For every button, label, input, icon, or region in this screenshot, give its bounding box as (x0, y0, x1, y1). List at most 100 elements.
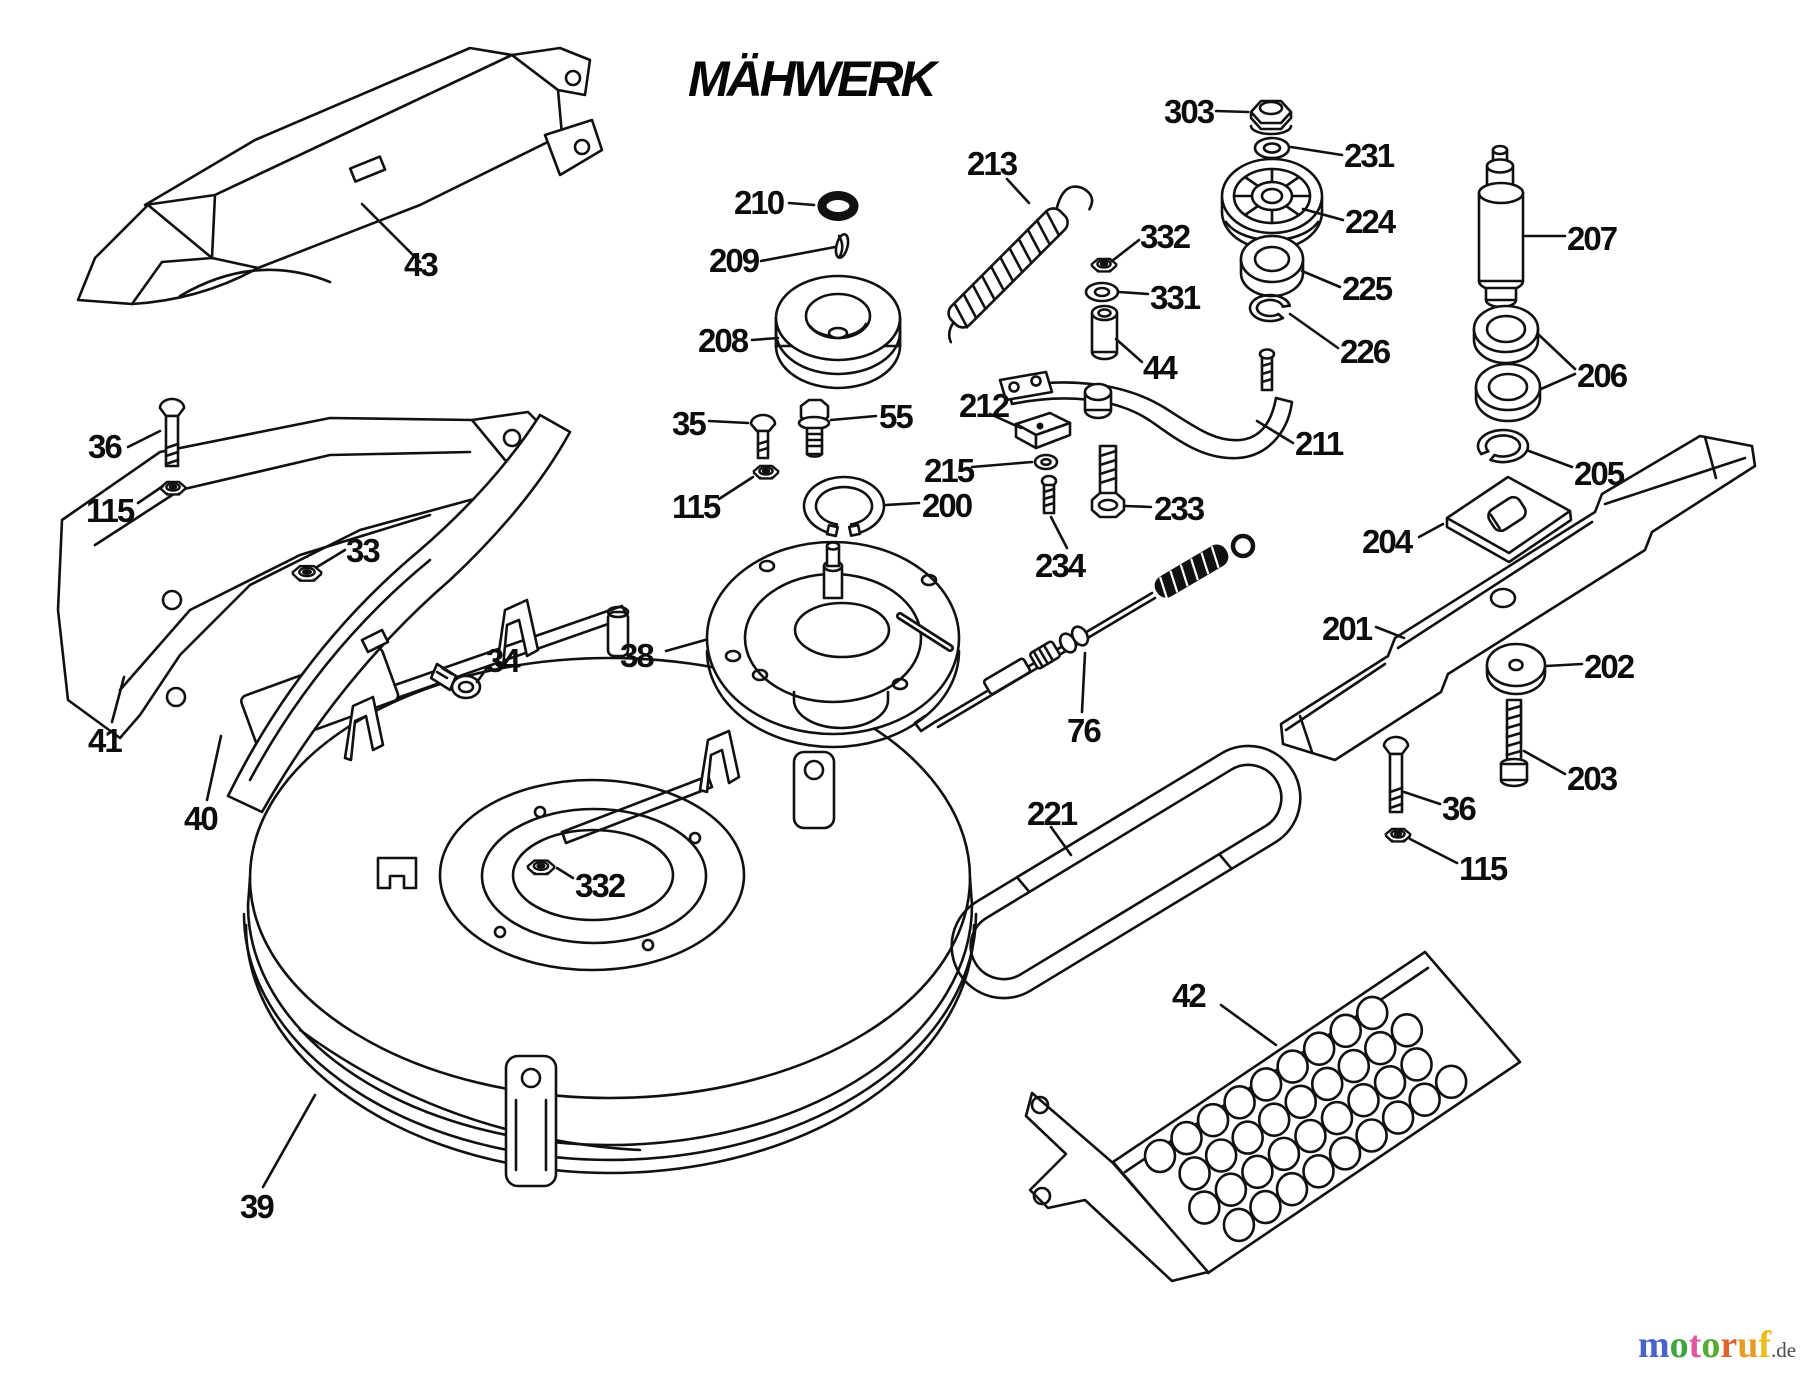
part-label-303: 303 (1164, 93, 1215, 130)
watermark-letter: o (1669, 1324, 1689, 1366)
part-label-35: 35 (672, 405, 707, 442)
part-label-55: 55 (879, 398, 914, 435)
leader-line-76 (1080, 651, 1087, 714)
spacer-207-drawing (1477, 144, 1525, 309)
page-title: MÄHWERK (688, 51, 937, 107)
part-label-204: 204 (1362, 523, 1413, 560)
leader-line-221 (1049, 825, 1073, 857)
nut-303-drawing (1249, 99, 1293, 136)
chute-hole (1178, 1156, 1211, 1191)
part-label-212: 212 (959, 387, 1010, 424)
leader-line-203 (1522, 749, 1567, 776)
part-label-36-right: 36 (1442, 790, 1477, 827)
leader-line-210 (787, 201, 816, 207)
leader-line-206 (1537, 333, 1577, 371)
snap-ring-200-drawing (802, 475, 886, 538)
part-label-331: 331 (1150, 279, 1201, 316)
leader-line-42 (1219, 1003, 1278, 1047)
ring-205-drawing (1476, 428, 1530, 464)
part-label-234: 234 (1035, 547, 1086, 584)
part-label-206: 206 (1577, 357, 1628, 394)
chute-hole (1408, 1082, 1441, 1118)
watermark-logo: motoruf.de (1638, 1326, 1796, 1364)
chute-hole (1329, 1013, 1362, 1049)
spring-213-drawing (947, 185, 1094, 344)
chute-hole (1400, 1047, 1433, 1082)
chute-hole (1204, 1138, 1238, 1173)
part-label-225: 225 (1342, 270, 1393, 307)
leader-line-34 (475, 666, 489, 684)
chute-hole (1257, 1102, 1291, 1138)
leader-line-44 (1114, 337, 1144, 364)
chute-hole (1276, 1049, 1309, 1084)
flange-plate-38-drawing (705, 540, 961, 749)
blade-holder-204-drawing (1445, 475, 1573, 564)
leader-line-39 (261, 1093, 317, 1189)
cable-76-drawing (913, 533, 1256, 733)
chute-hole (1294, 1118, 1327, 1154)
leader-line-115-left (136, 484, 165, 505)
watermark-letter: t (1688, 1324, 1702, 1366)
leader-line-208 (750, 336, 780, 342)
watermark-suffix: .de (1770, 1338, 1797, 1362)
leader-line-215 (970, 460, 1034, 469)
washer-331-drawing (1084, 281, 1120, 303)
belt-221-drawing (950, 744, 1302, 1000)
part-label-207: 207 (1567, 220, 1618, 257)
part-label-211: 211 (1295, 425, 1344, 462)
leader-line-213 (1005, 177, 1031, 205)
part-label-208: 208 (698, 322, 749, 359)
chute-hole (1434, 1064, 1468, 1100)
part-label-34: 34 (486, 642, 521, 679)
part-label-115-left: 115 (86, 492, 135, 529)
watermark-letter: o (1701, 1324, 1721, 1366)
part-label-215: 215 (924, 452, 975, 489)
part-label-36-left: 36 (88, 428, 123, 465)
bracket-212-drawing (1014, 411, 1072, 450)
part-label-115-mid: 115 (672, 488, 721, 525)
leader-line-40 (205, 734, 223, 802)
part-label-203: 203 (1567, 760, 1618, 797)
leader-line-234 (1049, 515, 1069, 550)
leader-line-332-deck (555, 866, 575, 880)
part-label-226: 226 (1340, 333, 1391, 370)
leader-line-211 (1255, 419, 1295, 445)
leader-line-209 (759, 245, 837, 263)
chute-hole (1355, 995, 1389, 1031)
part-label-42: 42 (1172, 977, 1207, 1014)
part-label-332-deck: 332 (575, 867, 626, 904)
leader-line-206 (1539, 372, 1577, 391)
washer-215-drawing (1033, 453, 1059, 471)
part-label-43: 43 (404, 246, 439, 283)
part-label-200: 200 (922, 487, 973, 524)
part-label-33: 33 (346, 532, 381, 569)
chute-hole (1241, 1154, 1274, 1190)
leader-line-332-mid (1110, 238, 1141, 263)
chute-hole (1196, 1102, 1230, 1138)
part-label-231: 231 (1344, 137, 1395, 174)
part-label-44: 44 (1143, 349, 1178, 386)
leader-line-33 (315, 548, 347, 569)
leader-line-202 (1544, 662, 1584, 668)
chute-hole (1363, 1030, 1397, 1066)
leader-line-225 (1300, 269, 1342, 289)
leader-line-212 (988, 412, 1023, 430)
part-label-233: 233 (1154, 490, 1205, 527)
screw-203-drawing (1499, 698, 1529, 788)
bolt-233-drawing (1090, 444, 1126, 519)
leader-line-41 (110, 675, 126, 724)
part-label-39: 39 (240, 1188, 275, 1225)
pulley-224-drawing (1220, 157, 1324, 251)
part-label-224: 224 (1345, 203, 1396, 240)
part-label-40: 40 (184, 800, 219, 837)
leader-line-205 (1527, 449, 1574, 469)
part-label-202: 202 (1584, 648, 1635, 685)
chute-hole (1267, 1136, 1301, 1172)
chute-hole (1310, 1066, 1344, 1102)
watermark-letter: m (1638, 1324, 1670, 1366)
leader-line-224 (1301, 207, 1345, 222)
bearings-206-drawing (1472, 304, 1542, 423)
watermark-letters: motoruf (1638, 1324, 1771, 1366)
part-label-332-mid: 332 (1140, 218, 1191, 255)
